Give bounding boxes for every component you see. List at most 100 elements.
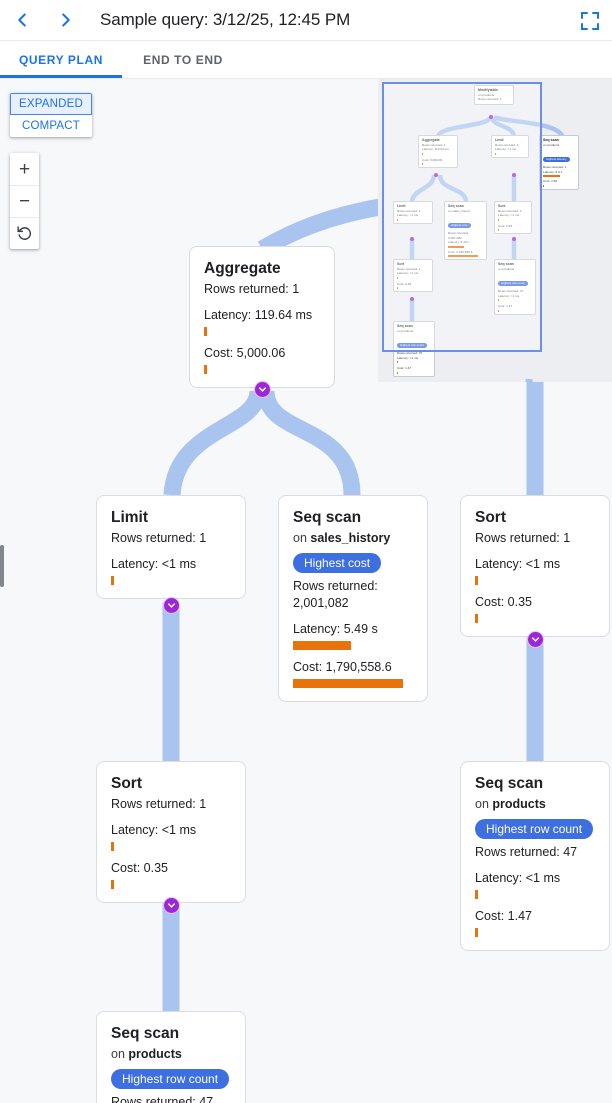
latency-bar [111,576,114,585]
app-header: Sample query: 3/12/25, 12:45 PM [0,0,612,41]
latency-bar [293,641,351,650]
minimap-cost-bar [397,371,398,374]
minimap-node-latency: Latency: <1 ms [397,213,419,218]
chevron-down-icon [167,903,176,908]
collapse-handle-sort-left[interactable] [163,897,180,914]
minimap-node: Seq scan on products Highest latency Row… [539,135,579,190]
minimap-node-latency: Latency: <1 ms [397,355,419,360]
node-cost: Cost: 0.35 [475,595,532,609]
node-title: Seq scan [111,1025,180,1042]
minimap-node-rows: Rows returned: 2,001,082 [448,231,469,240]
zoom-reset-button[interactable] [10,217,39,249]
node-badge-highest-cost: Highest cost [293,553,382,573]
node-title: Seq scan [293,509,362,526]
minimap-cost-bar [498,309,499,312]
cost-bar [475,928,478,937]
minimap-node-badge: Highest cost [448,223,471,229]
latency-bar [475,890,478,899]
latency-bar [475,576,478,585]
plan-node-aggregate[interactable]: Aggregate Rows returned: 1 Latency: 119.… [189,246,335,388]
latency-bar [111,842,114,851]
edge-aggregate-to-limit [163,389,267,497]
tab-query-plan[interactable]: QUERY PLAN [0,41,122,78]
chevron-down-icon [167,603,176,608]
minimap-node: Modifytable on products Rows returned: 1 [474,85,514,105]
zoom-out-button[interactable]: − [10,185,39,217]
minimap-cost-bar [448,255,478,258]
node-table-name: sales_history [310,531,391,545]
forward-button[interactable] [44,0,88,41]
minimap-node: Aggregate Rows returned: 1 Latency: 119.… [418,135,458,169]
minimap-node: Sort Rows returned: 1 Latency: <1 ms Cos… [494,201,532,235]
node-relation: on products [111,1046,231,1063]
minimap-node: Limit Rows returned: 1 Latency: <1 ms [393,201,433,224]
minimap-node-cost: Cost: 0.35 [397,281,412,286]
plan-node-sort-right[interactable]: Sort Rows returned: 1 Latency: <1 ms Cos… [460,495,610,637]
minimap-latency-bar [448,245,464,248]
node-table-name: products [128,1047,182,1061]
node-cost: Cost: 1,790,558.6 [293,660,392,674]
plan-node-limit[interactable]: Limit Rows returned: 1 Latency: <1 ms [96,495,246,599]
minimap-node-title: Aggregate [422,138,440,142]
minimap-node-title: Limit [397,204,406,208]
collapse-handle-limit[interactable] [163,597,180,614]
minimap-latency-bar [397,361,398,364]
minimap-node-title: Seq scan [397,324,413,328]
node-rows-returned: Rows returned: 1 [204,282,300,296]
mode-compact-button[interactable]: COMPACT [10,115,92,137]
minimap-node-latency: Latency: <1 ms [495,147,517,152]
minimap-cost-bar [498,229,499,232]
plan-node-seqscan-products-bottom[interactable]: Seq scan on products Highest row count R… [96,1011,246,1103]
node-latency: Latency: 119.64 ms [204,308,313,322]
collapse-handle-aggregate[interactable] [254,381,271,398]
minimap-latency-bar [498,218,499,221]
plan-minimap[interactable]: Modifytable on products Rows returned: 1… [378,79,612,382]
zoom-in-button[interactable]: + [18,158,31,180]
tab-bar: QUERY PLAN END TO END [0,41,612,79]
back-button[interactable] [0,0,44,41]
minimap-node: Limit Rows returned: 1 Latency: <1 ms [491,135,529,158]
tab-end-to-end[interactable]: END TO END [143,52,223,67]
node-cost: Cost: 0.35 [111,861,168,875]
node-title: Aggregate [204,260,281,277]
minimap-node-latency: Latency: 119.64 ms [422,147,449,152]
minimap-node-badge: Highest row count [397,343,428,349]
minimap-node-rows: Rows returned: 1 [495,143,519,147]
node-latency: Latency: <1 ms [475,871,561,885]
plan-node-seqscan-sales-history[interactable]: Seq scan on sales_history Highest cost R… [278,495,428,702]
minimap-latency-bar [498,299,499,302]
minimap-node-badge: Highest row count [498,281,529,287]
minimap-node-rows: Rows returned: 1 [397,209,421,213]
collapse-handle-sort-right[interactable] [527,631,544,648]
cost-bar [111,880,114,889]
cost-bar [293,679,403,688]
fullscreen-button[interactable] [578,9,602,33]
canvas-scrollbar-handle[interactable] [0,545,4,587]
minimap-handle-dot [434,173,438,177]
node-on-label: on [111,1047,125,1061]
plan-node-seqscan-products-right[interactable]: Seq scan on products Highest row count R… [460,761,610,951]
node-latency: Latency: <1 ms [111,557,197,571]
chevron-right-icon [62,13,70,27]
minimap-node-cost: Cost: 1.50 [543,179,558,184]
reset-rotate-icon [17,226,32,240]
plan-node-sort-left[interactable]: Sort Rows returned: 1 Latency: <1 ms Cos… [96,761,246,903]
minimap-latency-bar [397,218,398,221]
minimap-node-title: Seq scan [543,138,559,142]
minimap-viewport-rect[interactable] [382,82,542,352]
minimap-node-on: on products [498,267,515,271]
minimap-node-on: on products [543,143,560,147]
node-title: Sort [475,509,506,526]
node-relation: on products [475,796,595,813]
minimap-node-title: Sort [397,262,405,266]
plan-canvas[interactable]: Modifytable on products Rows returned Li… [0,79,612,1103]
node-title: Limit [111,509,149,526]
zoom-controls: + − [10,153,39,249]
minimap-node: Seq scan on products Highest row count R… [494,259,536,315]
minimap-node-latency: Latency: 5.49 s [448,240,469,245]
minimap-node-cost: Cost: 5,000.06 [422,157,443,162]
mode-expanded-button[interactable]: EXPANDED [10,93,92,115]
node-rows-returned: Rows returned: 47 [475,845,578,859]
minimap-node-on: on products [397,329,414,333]
